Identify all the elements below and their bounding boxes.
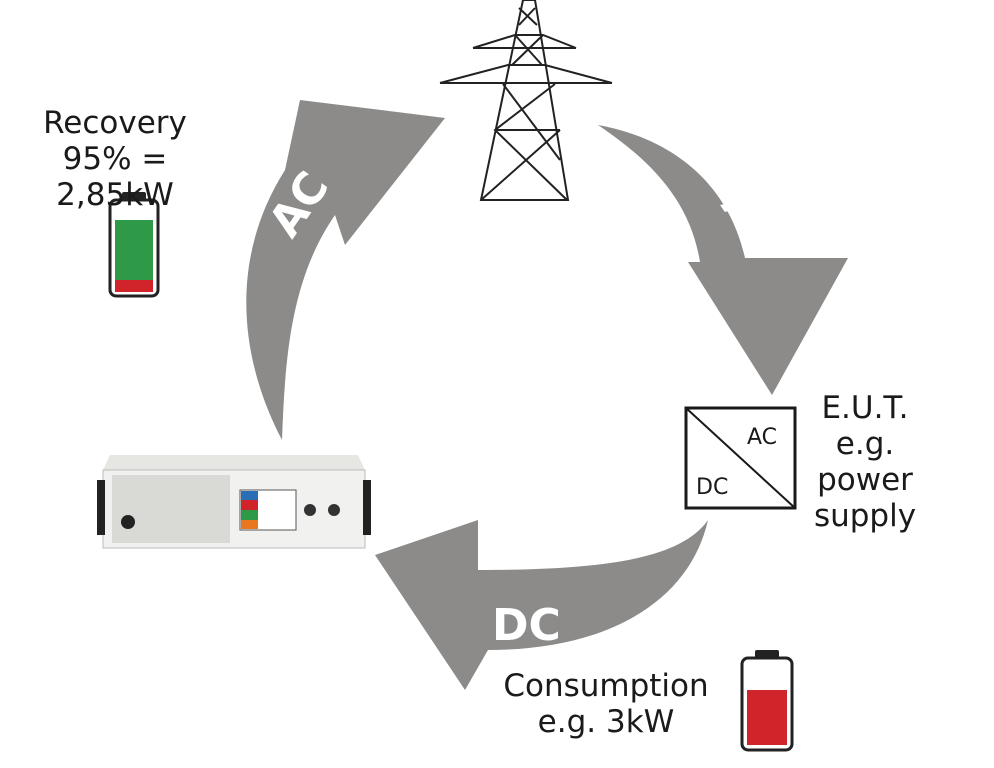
battery-full-icon [108,192,160,298]
power-transmission-tower-icon [439,0,613,201]
eut-line: e.g. [835,426,895,462]
dc-label: DC [492,600,561,651]
consumption-value: e.g. 3kW [537,704,675,740]
ac-arrow-down: AC [598,125,848,395]
recovery-label: Recovery 95% = 2,85kW [10,105,220,213]
ac-arrow-up: AC [246,100,445,440]
dc-symbol-text: DC [696,475,728,500]
eut-line: power [817,462,913,498]
eut-ac-dc-symbol: AC DC [684,406,797,510]
consumption-title: Consumption [503,668,709,704]
battery-low-icon [740,650,794,752]
rack-power-supply-device [97,455,371,549]
eut-line: supply [813,498,917,534]
dc-arrow: DC [375,520,708,690]
ac-symbol-text: AC [747,425,777,450]
recovery-title: Recovery [43,105,187,141]
eut-label: E.U.T. e.g. power supply [800,390,930,534]
eut-line: E.U.T. [821,390,909,426]
consumption-label: Consumption e.g. 3kW [488,668,724,740]
recovery-value: 95% = 2,85kW [56,141,174,213]
